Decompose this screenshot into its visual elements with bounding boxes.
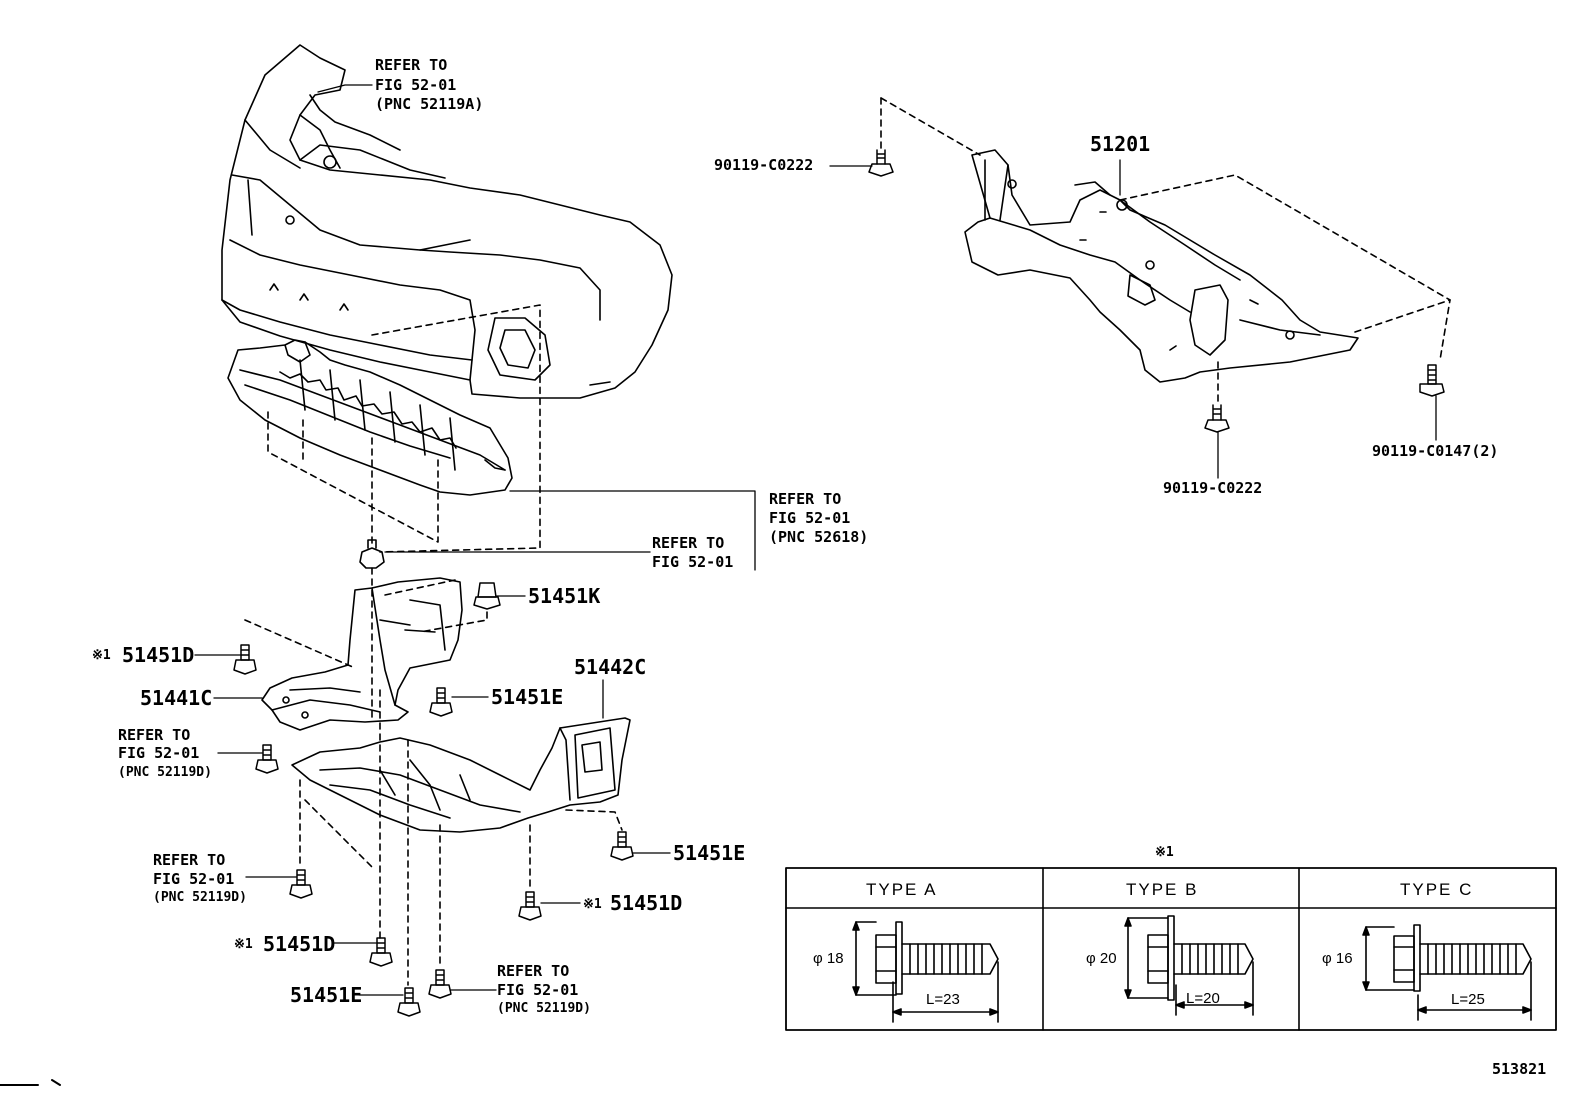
refer-left-lower-line1: REFER TO <box>153 851 226 869</box>
bolt-51451d-b <box>518 891 542 921</box>
refer-absorber-line3: (PNC 52618) <box>769 528 869 546</box>
bolt-pnc52119d-bottom <box>428 969 452 999</box>
type-a-bolt-drawing <box>852 921 999 1023</box>
refer-bottom-line2: FIG 52-01 <box>497 981 579 999</box>
bolt-51451k <box>473 582 501 610</box>
bolt-51451e-b <box>610 831 634 861</box>
bolt-51451d-a <box>233 644 257 675</box>
part-51442c: 51442C <box>574 655 647 679</box>
type-c-label: TYPE C <box>1400 880 1474 899</box>
refer-bottom-line1: REFER TO <box>497 962 570 980</box>
part-51451d-a: 51451D <box>122 643 195 667</box>
refer-bottom-line3: (PNC 52119D) <box>497 1001 591 1016</box>
refer-left-upper-line3: (PNC 52119D) <box>118 765 212 780</box>
leader-lines <box>194 84 1437 996</box>
part-90119-c0147: 90119-C0147(2) <box>1372 442 1499 460</box>
under-cover-main <box>291 717 631 833</box>
bumper-dashed-leaders <box>267 304 541 553</box>
clip-line <box>279 371 457 449</box>
note-mark-b: ※1 <box>583 897 602 912</box>
refer-left-upper-line1: REFER TO <box>118 726 191 744</box>
part-90119-c0222-bottom: 90119-C0222 <box>1163 479 1263 497</box>
bolt-type-table <box>785 867 1557 1031</box>
refer-bumper-line1: REFER TO <box>375 56 448 74</box>
type-b-label: TYPE B <box>1126 880 1199 899</box>
clip-part <box>359 539 385 569</box>
bolt-90119-c0222-bottom <box>1204 404 1230 433</box>
refer-clip-line1: REFER TO <box>652 534 725 552</box>
type-a-diameter: φ 18 <box>813 950 844 967</box>
refer-absorber-line2: FIG 52-01 <box>769 509 851 527</box>
part-51451d-c: 51451D <box>263 932 336 956</box>
type-b-bolt-drawing <box>1124 915 1254 1016</box>
bolt-51451e-c <box>397 987 421 1017</box>
part-51451k: 51451K <box>528 584 601 608</box>
part-51451e-b: 51451E <box>673 841 746 865</box>
type-c-length: L=25 <box>1451 991 1485 1008</box>
note-mark-a: ※1 <box>92 648 111 663</box>
bolt-90119-c0222-top <box>868 149 894 177</box>
refer-left-lower-line2: FIG 52-01 <box>153 870 235 888</box>
refer-bumper-line3: (PNC 52119A) <box>375 95 484 113</box>
refer-left-upper-line2: FIG 52-01 <box>118 744 200 762</box>
part-51451d-b: 51451D <box>610 891 683 915</box>
type-a-length: L=23 <box>926 991 960 1008</box>
refer-clip-line2: FIG 52-01 <box>652 553 734 571</box>
refer-bumper-line2: FIG 52-01 <box>375 76 457 94</box>
bolt-51451e-a <box>429 687 453 717</box>
refer-absorber-line1: REFER TO <box>769 490 842 508</box>
part-51441c: 51441C <box>140 686 213 710</box>
type-b-diameter: φ 20 <box>1086 950 1117 967</box>
table-title: ※1 <box>1155 845 1174 860</box>
part-51451e-a: 51451E <box>491 685 564 709</box>
note-mark-c: ※1 <box>234 937 253 952</box>
absorber-panel <box>227 339 513 496</box>
part-51451e-c: 51451E <box>290 983 363 1007</box>
type-c-bolt-drawing <box>1362 924 1532 1021</box>
under-cover-left <box>261 577 463 731</box>
type-c-diameter: φ 16 <box>1322 950 1353 967</box>
bolts <box>233 149 1445 1017</box>
part-51201: 51201 <box>1090 132 1151 156</box>
bolt-pnc52119d-upper <box>255 744 279 774</box>
front-bumper-cover <box>221 44 673 399</box>
corner-mark <box>0 1079 61 1086</box>
bolt-90119-c0147 <box>1419 364 1445 397</box>
refer-left-lower-line3: (PNC 52119D) <box>153 890 247 905</box>
type-b-length: L=20 <box>1186 990 1220 1007</box>
under-cover-dashed-leaders <box>244 567 623 986</box>
subframe-dashed-leaders <box>880 97 1451 406</box>
front-suspension-crossmember <box>964 149 1359 383</box>
bolt-pnc52119d-left <box>289 869 313 899</box>
figure-id: 513821 <box>1492 1060 1547 1078</box>
part-90119-c0222-top: 90119-C0222 <box>714 156 814 174</box>
bolt-51451d-c <box>369 937 393 967</box>
type-a-label: TYPE A <box>866 880 938 899</box>
